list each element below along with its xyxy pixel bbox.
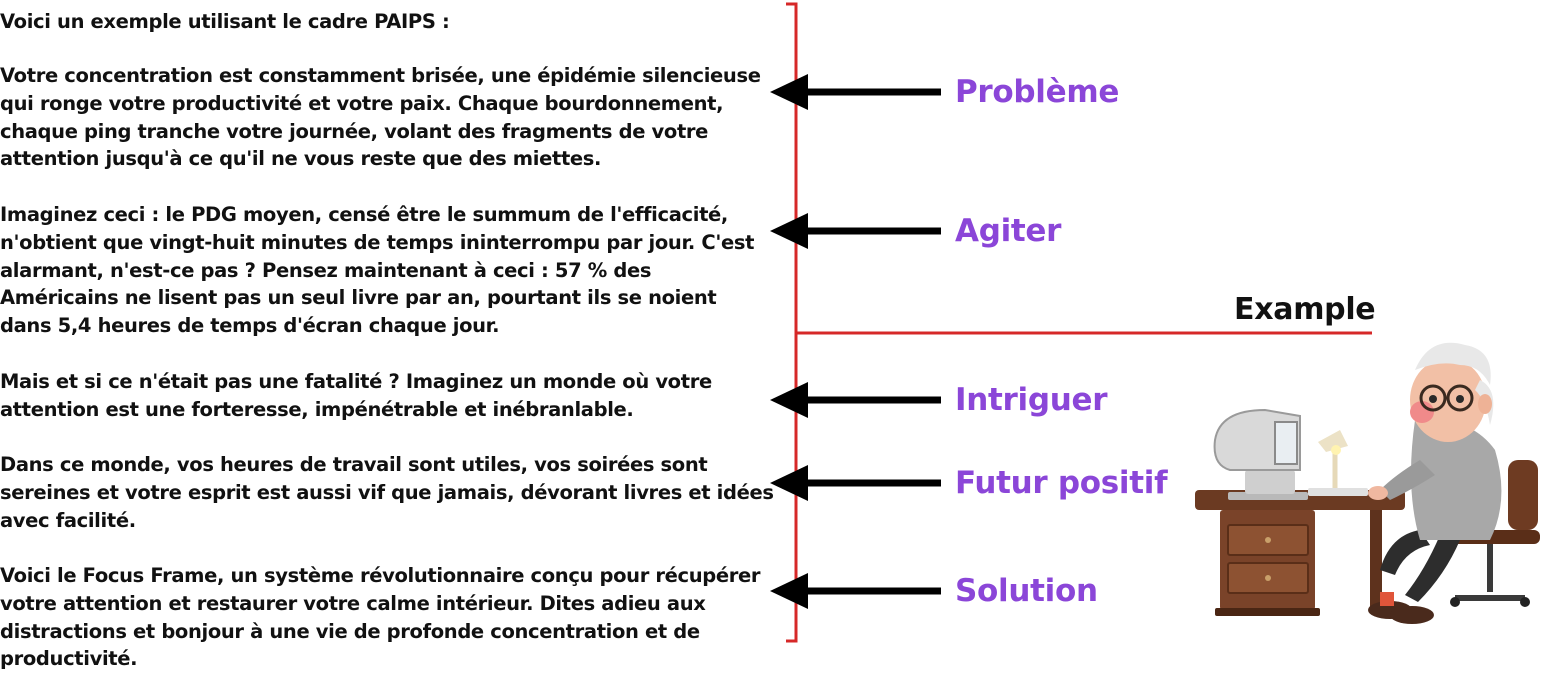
- example-title: Example: [1234, 292, 1376, 327]
- paragraph-line: productivité.: [0, 647, 138, 671]
- arrow-solution: [770, 573, 941, 609]
- label-intriguer: Intriguer: [955, 382, 1108, 418]
- elderly-man-at-computer-illustration: [1195, 342, 1540, 624]
- paragraph-line: dans 5,4 heures de temps d'écran chaque …: [0, 314, 500, 338]
- intro-line: Voici un exemple utilisant le cadre PAIP…: [0, 10, 450, 33]
- paragraph-line: chaque ping tranche votre journée, volan…: [0, 119, 709, 143]
- desk-lamp: [1318, 430, 1348, 488]
- paragraph-line: qui ronge votre productivité et votre pa…: [0, 91, 724, 115]
- paragraph-line: Dans ce monde, vos heures de travail son…: [0, 453, 708, 476]
- paragraph-line: n'obtient que vingt-huit minutes de temp…: [0, 230, 755, 254]
- paragraph-line: Mais et si ce n'était pas une fatalité ?…: [0, 370, 712, 393]
- computer-monitor: [1213, 408, 1368, 500]
- paragraph-line: attention est une forteresse, impénétrab…: [0, 397, 634, 421]
- paragraph-line: avec facilité.: [0, 508, 136, 532]
- paragraph-solution: Voici le Focus Frame, un système révolut…: [0, 562, 790, 673]
- desk: [1195, 490, 1405, 616]
- paragraph-line: Américains ne lisent pas un seul livre p…: [0, 286, 717, 310]
- label-probleme: Problème: [955, 74, 1120, 110]
- paragraph-agiter: Imaginez ceci : le PDG moyen, censé être…: [0, 201, 790, 340]
- paragraph-futur-positif: Dans ce monde, vos heures de travail son…: [0, 451, 790, 534]
- arrow-probleme: [770, 74, 941, 110]
- paragraph-line: Voici le Focus Frame, un système révolut…: [0, 564, 761, 587]
- paragraph-line: Votre concentration est constamment bris…: [0, 64, 761, 87]
- paragraph-intriguer: Mais et si ce n'était pas une fatalité ?…: [0, 368, 790, 424]
- paragraph-line: votre attention et restaurer votre calme…: [0, 591, 706, 615]
- paragraph-probleme: Votre concentration est constamment bris…: [0, 62, 790, 173]
- paragraph-line: distractions et bonjour à une vie de pro…: [0, 619, 700, 643]
- label-futur-positif: Futur positif: [955, 465, 1168, 501]
- paragraph-line: Imaginez ceci : le PDG moyen, censé être…: [0, 203, 728, 226]
- elderly-man: [1368, 342, 1502, 624]
- label-agiter: Agiter: [955, 213, 1062, 249]
- arrow-intriguer: [770, 382, 941, 418]
- arrow-futur-positif: [770, 465, 941, 501]
- paragraph-line: sereines et votre esprit est aussi vif q…: [0, 480, 774, 504]
- arrow-agiter: [770, 213, 941, 249]
- red-bracket: [786, 2, 1372, 643]
- label-solution: Solution: [955, 573, 1098, 609]
- paragraph-line: alarmant, n'est-ce pas ? Pensez maintena…: [0, 258, 652, 282]
- intro-text: Voici un exemple utilisant le cadre PAIP…: [0, 8, 790, 36]
- paragraph-line: attention jusqu'à ce qu'il ne vous reste…: [0, 147, 602, 171]
